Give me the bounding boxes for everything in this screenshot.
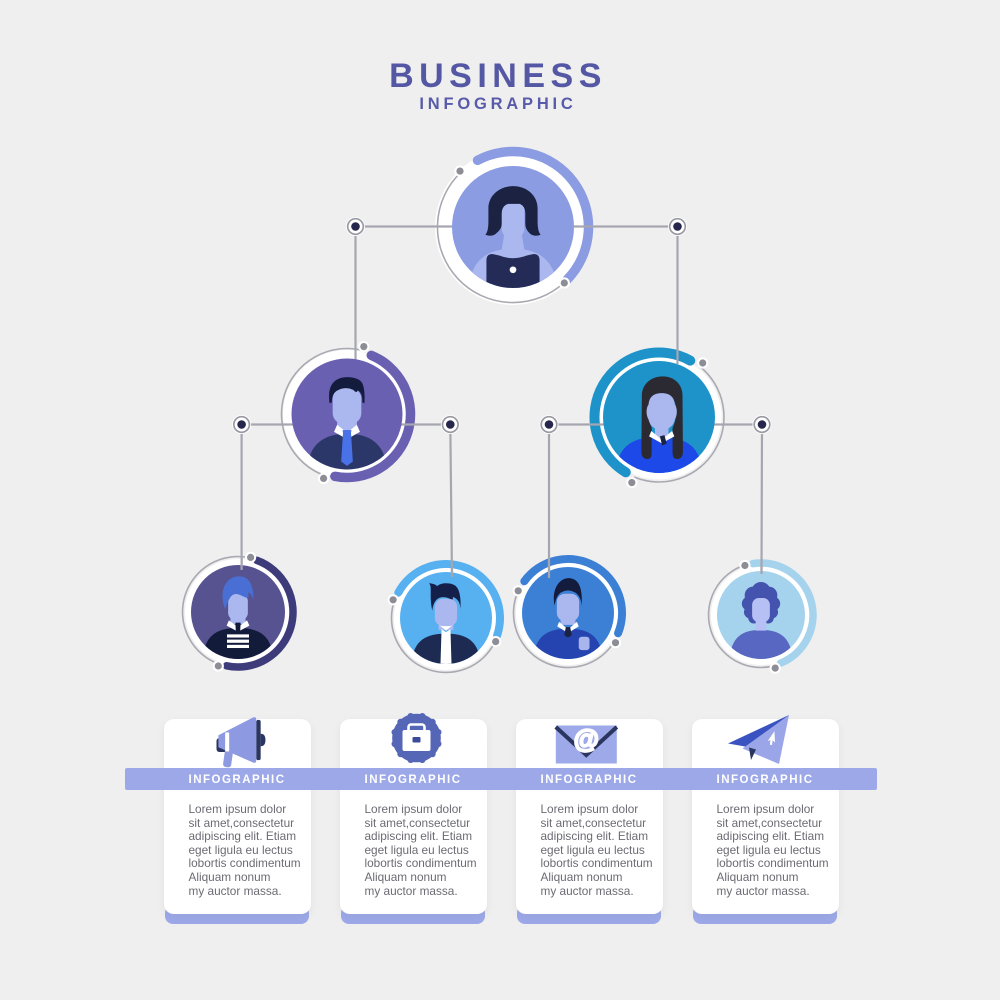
svg-text:@: @	[574, 724, 599, 754]
